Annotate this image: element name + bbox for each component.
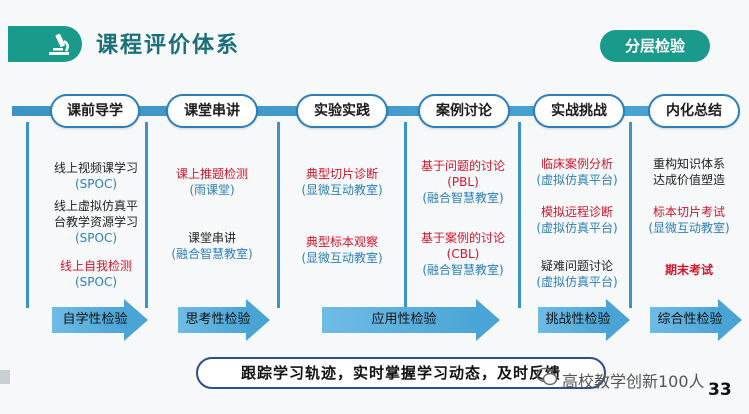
check-arrow-application: 应用性检验 bbox=[322, 299, 500, 341]
watermark-text: 高校教学创新100人 bbox=[562, 372, 705, 391]
stage-case-discussion: 案例讨论 bbox=[418, 94, 510, 128]
col6-item3: 期末考试 bbox=[664, 263, 713, 277]
stage-line-6 bbox=[629, 122, 632, 308]
stage-line-3 bbox=[277, 122, 280, 308]
header-tab bbox=[8, 26, 82, 62]
page-title: 课程评价体系 bbox=[96, 33, 241, 58]
check-arrow-thinking: 思考性检验 bbox=[178, 299, 270, 341]
col6-item2: 标本切片考试 (显微互动教室) bbox=[648, 205, 730, 235]
stage-practical-challenge: 实战挑战 bbox=[533, 94, 625, 128]
stage-pre-class: 课前导学 bbox=[50, 94, 140, 128]
col4-item2: 基于案例的讨论 (CBL) (融合智慧教室) bbox=[420, 231, 505, 277]
col4-item1: 基于问题的讨论 (PBL) (融合智慧教室) bbox=[420, 159, 505, 205]
col2-item1: 课上推题检测 (雨课堂) bbox=[175, 167, 248, 197]
col1-item2: 线上虚拟仿真平 台教学资源学习 (SPOC) bbox=[53, 199, 138, 245]
stage-internalize-summary: 内化总结 bbox=[648, 94, 740, 128]
col3-item1: 典型切片诊断 (显微互动教室) bbox=[301, 167, 383, 197]
check-arrow-self-study: 自学性检验 bbox=[52, 299, 148, 341]
tiered-check-badge: 分层检验 bbox=[600, 30, 710, 62]
stage-line-2 bbox=[145, 122, 148, 308]
stage-line-4 bbox=[404, 122, 407, 308]
stage-experiment: 实验实践 bbox=[296, 94, 388, 128]
col5-item1: 临床案例分析 (虚拟仿真平台) bbox=[536, 157, 618, 187]
col5-item3: 疑难问题讨论 (虚拟仿真平台) bbox=[536, 259, 618, 289]
col1-item1: 线上视频课学习 (SPOC) bbox=[53, 161, 138, 191]
side-tab-handle[interactable] bbox=[0, 370, 10, 384]
col2-item2: 课堂串讲 (融合智慧教室) bbox=[171, 231, 253, 261]
check-arrow-comprehensive: 综合性检验 bbox=[650, 299, 742, 341]
stage-line-1 bbox=[26, 122, 29, 308]
col3-item2: 典型标本观察 (显微互动教室) bbox=[301, 235, 383, 265]
col6-item1: 重构知识体系 达成价值塑造 bbox=[652, 157, 725, 187]
page-number: 33 bbox=[708, 380, 732, 400]
stage-lecture: 课堂串讲 bbox=[166, 94, 258, 128]
stage-line-5 bbox=[518, 122, 521, 308]
col1-item3: 线上自我检测 (SPOC) bbox=[59, 259, 132, 289]
check-arrow-challenge: 挑战性检验 bbox=[538, 299, 630, 341]
wechat-icon bbox=[536, 367, 558, 386]
col5-item2: 模拟远程诊断 (虚拟仿真平台) bbox=[536, 205, 618, 235]
microscope-icon bbox=[49, 33, 69, 55]
